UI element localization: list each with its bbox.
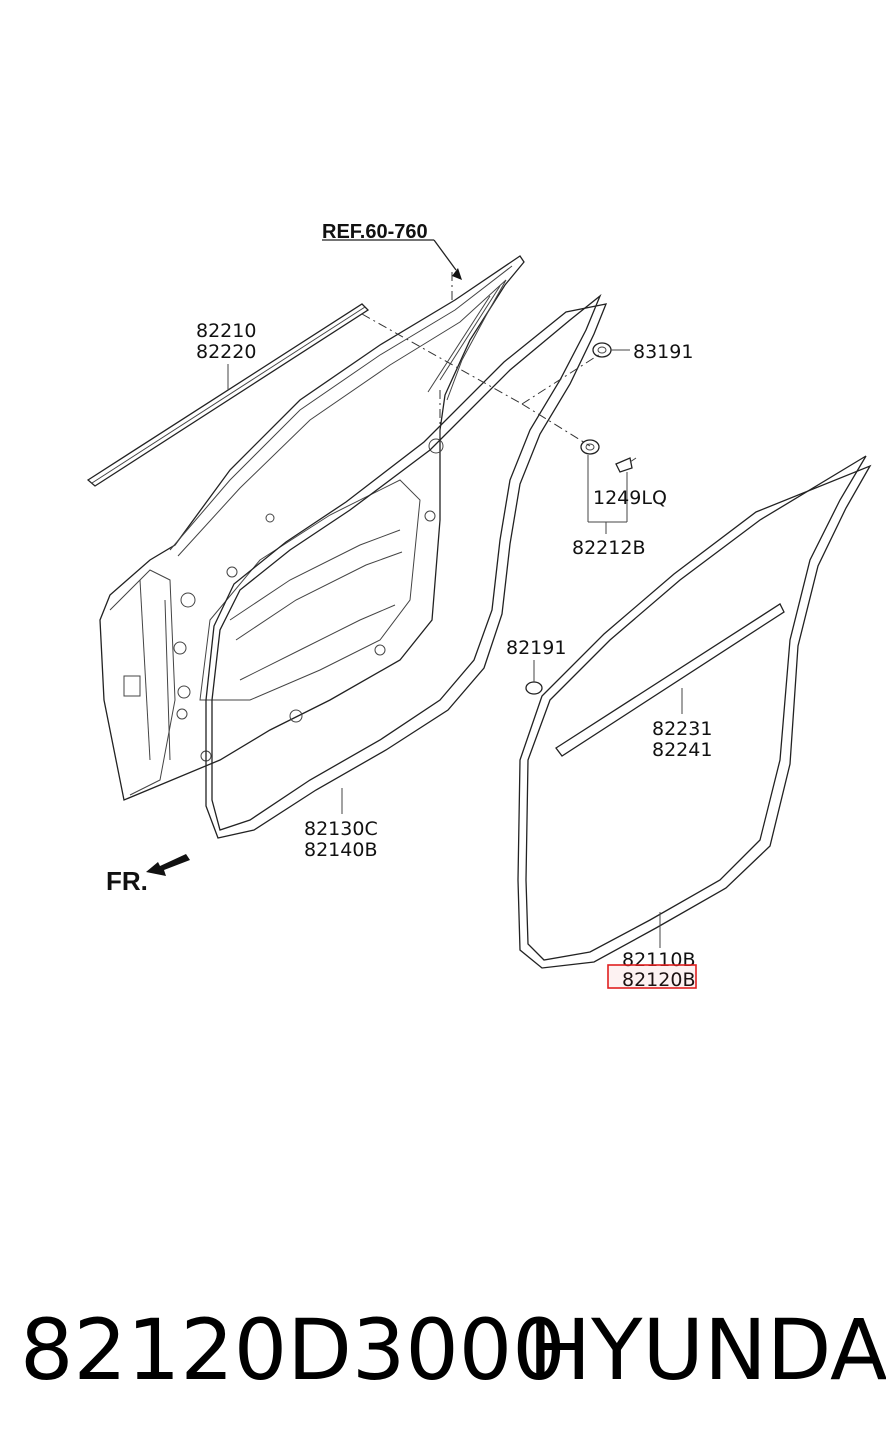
brand-name: HYUNDAI [528, 1301, 886, 1399]
front-label: FR. [106, 866, 148, 896]
ref-arrow [322, 239, 462, 280]
door-weatherstrip-drawing [205, 293, 608, 839]
body-weatherstrip-drawing [517, 455, 872, 969]
part-label-82130c: 82130C [304, 818, 378, 840]
caption-bar: 82120D3000 HYUNDAI [0, 1290, 886, 1410]
door-panel-drawing [99, 255, 525, 801]
small-parts-drawing [525, 342, 637, 695]
part-label-82220: 82220 [196, 341, 256, 363]
highlight-box [607, 964, 697, 989]
parts-diagram: REF.60-760 FR. 82210 82220 83191 1249LQ … [86, 221, 872, 991]
part-label-82191: 82191 [506, 637, 566, 659]
part-label-82140b: 82140B [304, 839, 377, 861]
part-label-83191: 83191 [633, 341, 693, 363]
part-label-82212b: 82212B [572, 537, 645, 559]
part-label-82210: 82210 [196, 320, 256, 342]
ref-label: REF.60-760 [322, 221, 428, 243]
part-label-1249lq: 1249LQ [593, 487, 667, 509]
part-number: 82120D3000 [20, 1301, 566, 1399]
part-label-82120b: 82120B [622, 969, 695, 991]
part-label-82231: 82231 [652, 718, 712, 740]
belt-molding-drawing [86, 303, 370, 487]
part-label-82241: 82241 [652, 739, 712, 761]
front-arrow [146, 854, 190, 876]
reference-lines [361, 270, 601, 447]
